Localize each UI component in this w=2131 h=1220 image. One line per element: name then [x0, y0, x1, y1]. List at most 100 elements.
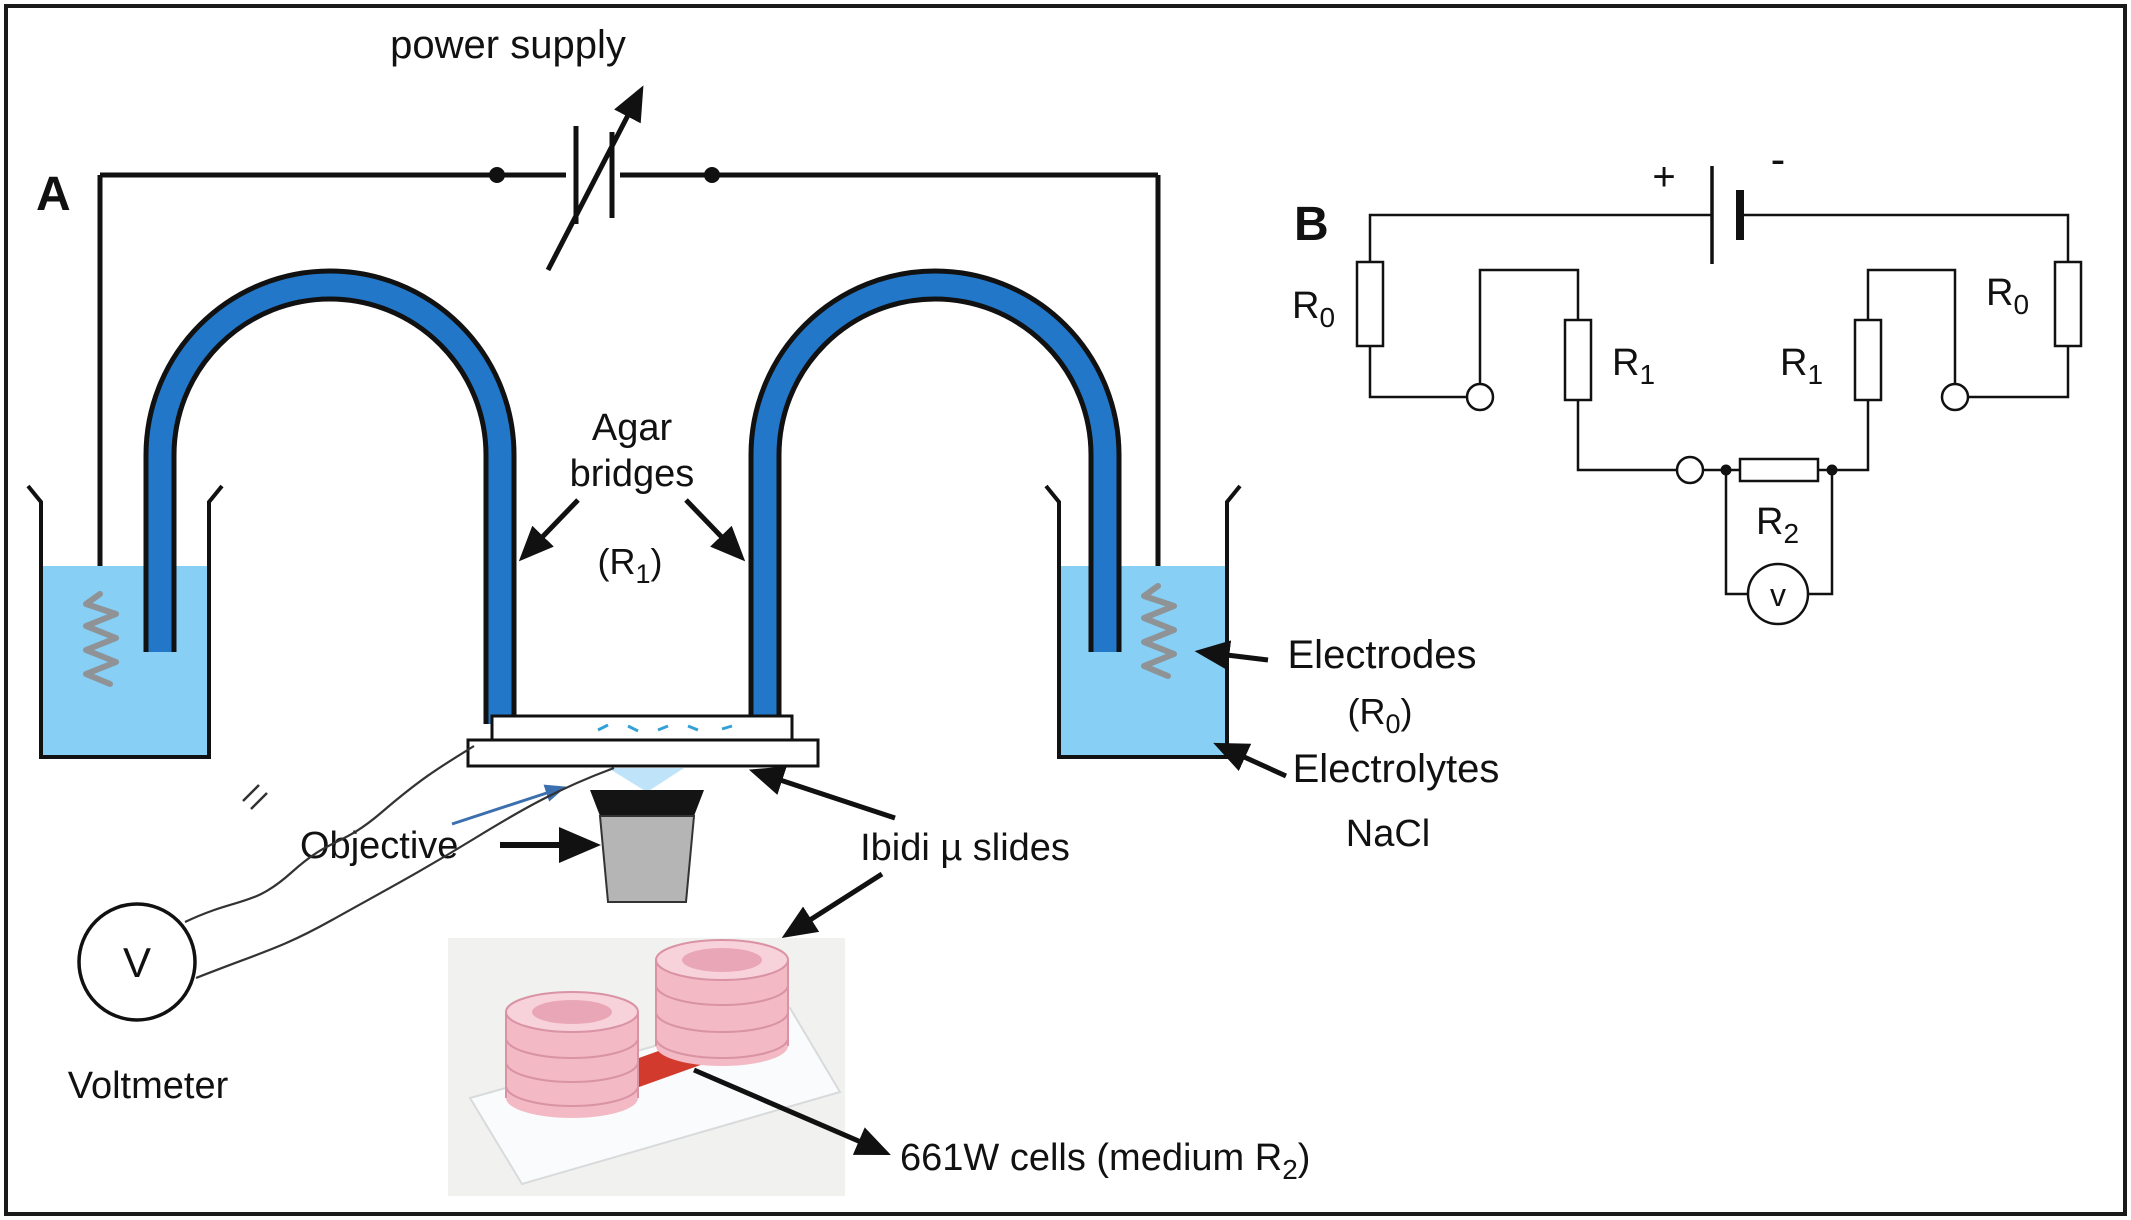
r2-label: R2	[1756, 501, 1799, 549]
r2-base: R	[1756, 501, 1783, 543]
voltmeter-wire-lower	[195, 766, 615, 980]
r1-right-sub: 1	[1807, 359, 1823, 390]
panel-b-label: B	[1294, 198, 1329, 251]
left-electrode-coil	[83, 591, 119, 687]
ibidi-arrow-up-icon	[748, 766, 896, 821]
junction-dot-right	[704, 167, 720, 183]
r0-pre: (R	[1347, 691, 1385, 732]
resistor-r2	[1738, 457, 1820, 483]
junction-dot-r2-left	[1720, 464, 1732, 476]
voltmeter-label: Voltmeter	[68, 1065, 229, 1107]
photo-reservoir-right	[655, 939, 789, 1066]
agar-bridges	[143, 268, 1122, 724]
left-beaker-liquid	[41, 566, 209, 757]
electrode-node-right	[1940, 382, 1970, 412]
battery-plus-label: +	[1652, 155, 1675, 199]
junction-dot-left	[489, 167, 505, 183]
reservoir-right-ridges	[655, 960, 789, 1059]
voltmeter: V Voltmeter	[68, 745, 615, 1107]
circuit-wires	[1368, 213, 2070, 472]
agar-r1-sub: 1	[635, 559, 650, 589]
electrodes-r0-label: (R0)	[1347, 691, 1412, 739]
ibidi-slide-photo	[448, 938, 845, 1196]
power-supply-symbol	[545, 85, 644, 272]
main-circuit-wire	[97, 172, 1161, 598]
r0-left-label: R0	[1292, 285, 1335, 333]
agar-label-line2: bridges	[570, 453, 695, 495]
electrolytes-label: Electrolytes	[1293, 747, 1500, 791]
r1-right-label: R1	[1780, 342, 1823, 390]
reservoir-left-bottom	[506, 1078, 638, 1118]
resistor-r0-left	[1355, 260, 1385, 348]
r0-left-base: R	[1292, 285, 1319, 327]
immersion-drop	[608, 768, 684, 792]
mu-slide-channel	[490, 714, 794, 742]
cells-pre: 661W cells (medium R	[900, 1137, 1282, 1179]
right-beaker	[1044, 484, 1242, 759]
nacl-label: NaCl	[1346, 813, 1430, 855]
figure-border	[4, 4, 2127, 1216]
r1-left-label: R1	[1612, 342, 1655, 390]
agar-bridge-right-outline	[748, 268, 1122, 724]
wire-break-tick	[242, 784, 268, 810]
objective-top	[590, 790, 704, 816]
right-beaker-outline	[1044, 484, 1242, 759]
power-supply-label: power supply	[390, 23, 626, 67]
power-supply-arrow-icon	[545, 85, 644, 272]
resistor-r1-right	[1853, 318, 1883, 402]
mu-slide-body	[466, 738, 820, 768]
agar-arrow-right-icon	[684, 498, 746, 562]
electrodes-arrow-icon	[1194, 640, 1269, 671]
r0-right-label: R0	[1986, 272, 2029, 320]
cells-arrow-icon	[693, 1067, 891, 1155]
panel-a: A power supply	[26, 23, 1500, 1196]
agar-bridge-left	[148, 273, 512, 724]
battery-symbol: + -	[1652, 135, 1785, 264]
electrode-node-middle	[1675, 455, 1705, 485]
agar-label-line1: Agar	[592, 407, 673, 449]
r1-left-base: R	[1612, 342, 1639, 384]
objective-blue-arrow-icon	[451, 784, 567, 826]
left-beaker	[26, 484, 224, 759]
voltmeter-symbol: V	[123, 939, 151, 986]
voltmeter-wire-upper	[184, 745, 475, 923]
ibidi-label: Ibidi µ slides	[860, 827, 1070, 869]
cells-post: )	[1298, 1137, 1311, 1179]
junction-dot-r2-right	[1826, 464, 1838, 476]
cells-sub: 2	[1282, 1154, 1298, 1185]
left-beaker-outline	[26, 484, 224, 759]
electrolytes-arrow-icon	[1213, 742, 1288, 779]
circuit-voltmeter-symbol: v	[1770, 577, 1786, 613]
voltmeter-wires	[1724, 470, 1834, 596]
r1-right-base: R	[1780, 342, 1807, 384]
mu-slide	[466, 714, 820, 768]
r2-sub: 2	[1783, 518, 1799, 549]
r0-right-sub: 0	[2013, 289, 2029, 320]
r1-left-sub: 1	[1639, 359, 1655, 390]
reservoir-left-ridges	[505, 1012, 639, 1107]
right-electrode-coil	[1141, 583, 1177, 679]
agar-r1-pre: (R	[597, 541, 635, 582]
cells-in-channel	[597, 723, 733, 733]
voltmeter-circle	[77, 902, 197, 1022]
resistor-r0-right	[2053, 260, 2083, 348]
agar-bridge-right	[753, 273, 1117, 724]
r0-post: )	[1401, 691, 1413, 732]
ibidi-arrow-down-icon	[781, 871, 884, 939]
agar-r1-post: )	[651, 541, 663, 582]
objective-label: Objective	[300, 825, 458, 867]
r0-left-sub: 0	[1319, 302, 1335, 333]
r0-right-base: R	[1986, 272, 2013, 314]
agar-arrow-left-icon	[518, 498, 580, 562]
battery-minus-label: -	[1771, 135, 1786, 184]
circuit-voltmeter-circle	[1746, 562, 1810, 626]
agar-r1-label: (R1)	[597, 541, 662, 589]
r0-sub: 0	[1385, 709, 1400, 739]
cells-label: 661W cells (medium R2)	[900, 1137, 1310, 1185]
resistor-r1-left	[1563, 318, 1593, 402]
panel-a-label: A	[36, 168, 71, 221]
reservoir-left-opening	[532, 1000, 612, 1024]
panel-b: B + - v R0 R1 R1 R0 R2	[1292, 135, 2083, 626]
